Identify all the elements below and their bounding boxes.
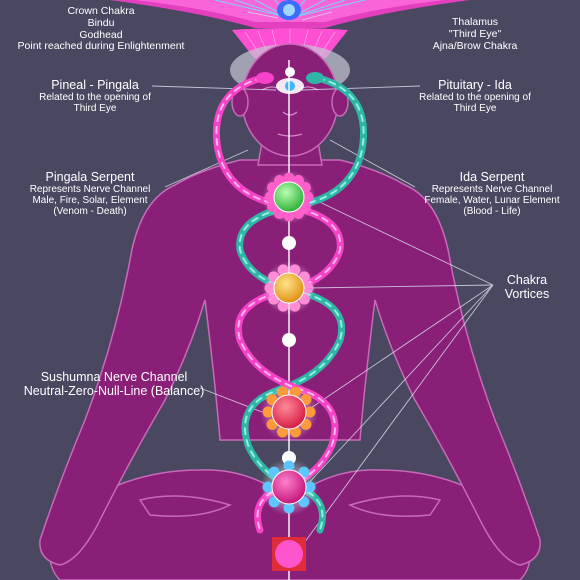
root-chakra (260, 458, 318, 516)
solar-plexus-chakra-petal (302, 282, 314, 294)
crown-rays (110, 0, 470, 28)
pineal-label-title: Pineal - Pingala (51, 78, 139, 92)
ida-serpent-label: Ida Serpent Represents Nerve Channel Fem… (412, 170, 572, 218)
base-chakra (272, 537, 306, 571)
chakra-vortices-label: Chakra Vortices (494, 273, 560, 301)
pingala-serpent-label: Pingala Serpent Represents Nerve Channel… (12, 170, 168, 218)
sacral-chakra-petal (277, 386, 289, 398)
crown-label: Crown Chakra Bindu Godhead Point reached… (8, 5, 194, 53)
meditating-figure (39, 43, 541, 580)
pineal-label-line-1: Related to the opening of (39, 92, 151, 103)
throat-chakra-petal (302, 191, 314, 203)
throat-chakra-center (273, 181, 305, 213)
pingala-serpent-label-title: Pingala Serpent (45, 170, 135, 184)
root-chakra-petal (283, 502, 295, 514)
third-eye (276, 67, 304, 94)
sacral-chakra-petal (289, 426, 301, 438)
solar-plexus-chakra-petal (289, 300, 301, 312)
sacral-chakra-petal (277, 426, 289, 438)
thalamus-label-line-3: Ajna/Brow Chakra (432, 39, 518, 52)
pituitary-label: Pituitary - Ida Related to the opening o… (400, 78, 550, 114)
solar-plexus-chakra-petal (264, 282, 276, 294)
throat-chakra-petal (283, 172, 295, 184)
sushumna-label-line-2: Neutral-Zero-Null-Line (Balance) (23, 384, 205, 398)
pingala-serpent-head (256, 72, 274, 84)
thalamus-label-line-1: Thalamus (451, 16, 499, 28)
sacral-chakra-petal (289, 386, 301, 398)
pineal-label-line-2: Third Eye (73, 103, 117, 115)
sushumna-label: Sushumna Nerve Channel Neutral-Zero-Null… (14, 370, 214, 398)
pingala-serpent-label-line-3: (Venom - Death) (53, 206, 127, 218)
root-chakra-petal (262, 481, 274, 493)
heart-node-center (282, 236, 296, 250)
leader-lines (151, 11, 494, 555)
pingala-serpent-label-line-2: Male, Fire, Solar, Element (32, 195, 148, 207)
thalamus-label-line-2: "Third Eye" (448, 27, 502, 40)
navel-node-center (282, 333, 296, 347)
throat-chakra-petal (283, 210, 295, 222)
crown-label-line-3: Godhead (79, 28, 123, 41)
crown-label-line-2: Bindu (87, 16, 115, 29)
ida-serpent-label-title: Ida Serpent (459, 170, 525, 184)
chakra-vortices-label-line-1: Chakra (506, 273, 548, 287)
sacral-chakra-petal (262, 406, 274, 418)
root-chakra-petal (283, 460, 295, 472)
solar-plexus-chakra-petal (277, 300, 289, 312)
ida-serpent-head (306, 72, 324, 84)
heart-node (282, 236, 296, 250)
root-chakra-petal (304, 481, 316, 493)
sacral-chakra-center (271, 394, 307, 430)
ida-serpent-label-line-1: Represents Nerve Channel (431, 184, 553, 195)
solar-plexus-chakra-center (273, 272, 305, 304)
solar-plexus-chakra-petal (277, 264, 289, 276)
ida-serpent-label-line-3: (Blood - Life) (463, 206, 521, 218)
ida-serpent-label-line-2: Female, Water, Lunar Element (424, 195, 560, 207)
pituitary-label-line-2: Third Eye (453, 103, 497, 115)
thalamus-label: Thalamus "Third Eye" Ajna/Brow Chakra (400, 16, 550, 52)
root-chakra-center (271, 469, 307, 505)
pingala-serpent-label-line-1: Represents Nerve Channel (29, 184, 151, 195)
sushumna-label-line-1: Sushumna Nerve Channel (40, 370, 188, 384)
throat-chakra-petal (264, 191, 276, 203)
pineal-label: Pineal - Pingala Related to the opening … (20, 78, 170, 114)
crown-label-line-1: Crown Chakra (67, 5, 135, 17)
solar-plexus-chakra (262, 261, 316, 315)
sacral-chakra-petal (304, 406, 316, 418)
throat-chakra (262, 170, 316, 224)
base-chakra-center (275, 540, 303, 568)
crown-label-line-4: Point reached during Enlightenment (17, 40, 185, 53)
solar-plexus-chakra-petal (289, 264, 301, 276)
sacral-chakra (260, 383, 318, 441)
chakra-vortices-label-line-2: Vortices (504, 287, 550, 301)
navel-node (282, 333, 296, 347)
pituitary-label-title: Pituitary - Ida (438, 78, 512, 92)
pituitary-label-line-1: Related to the opening of (419, 92, 531, 103)
